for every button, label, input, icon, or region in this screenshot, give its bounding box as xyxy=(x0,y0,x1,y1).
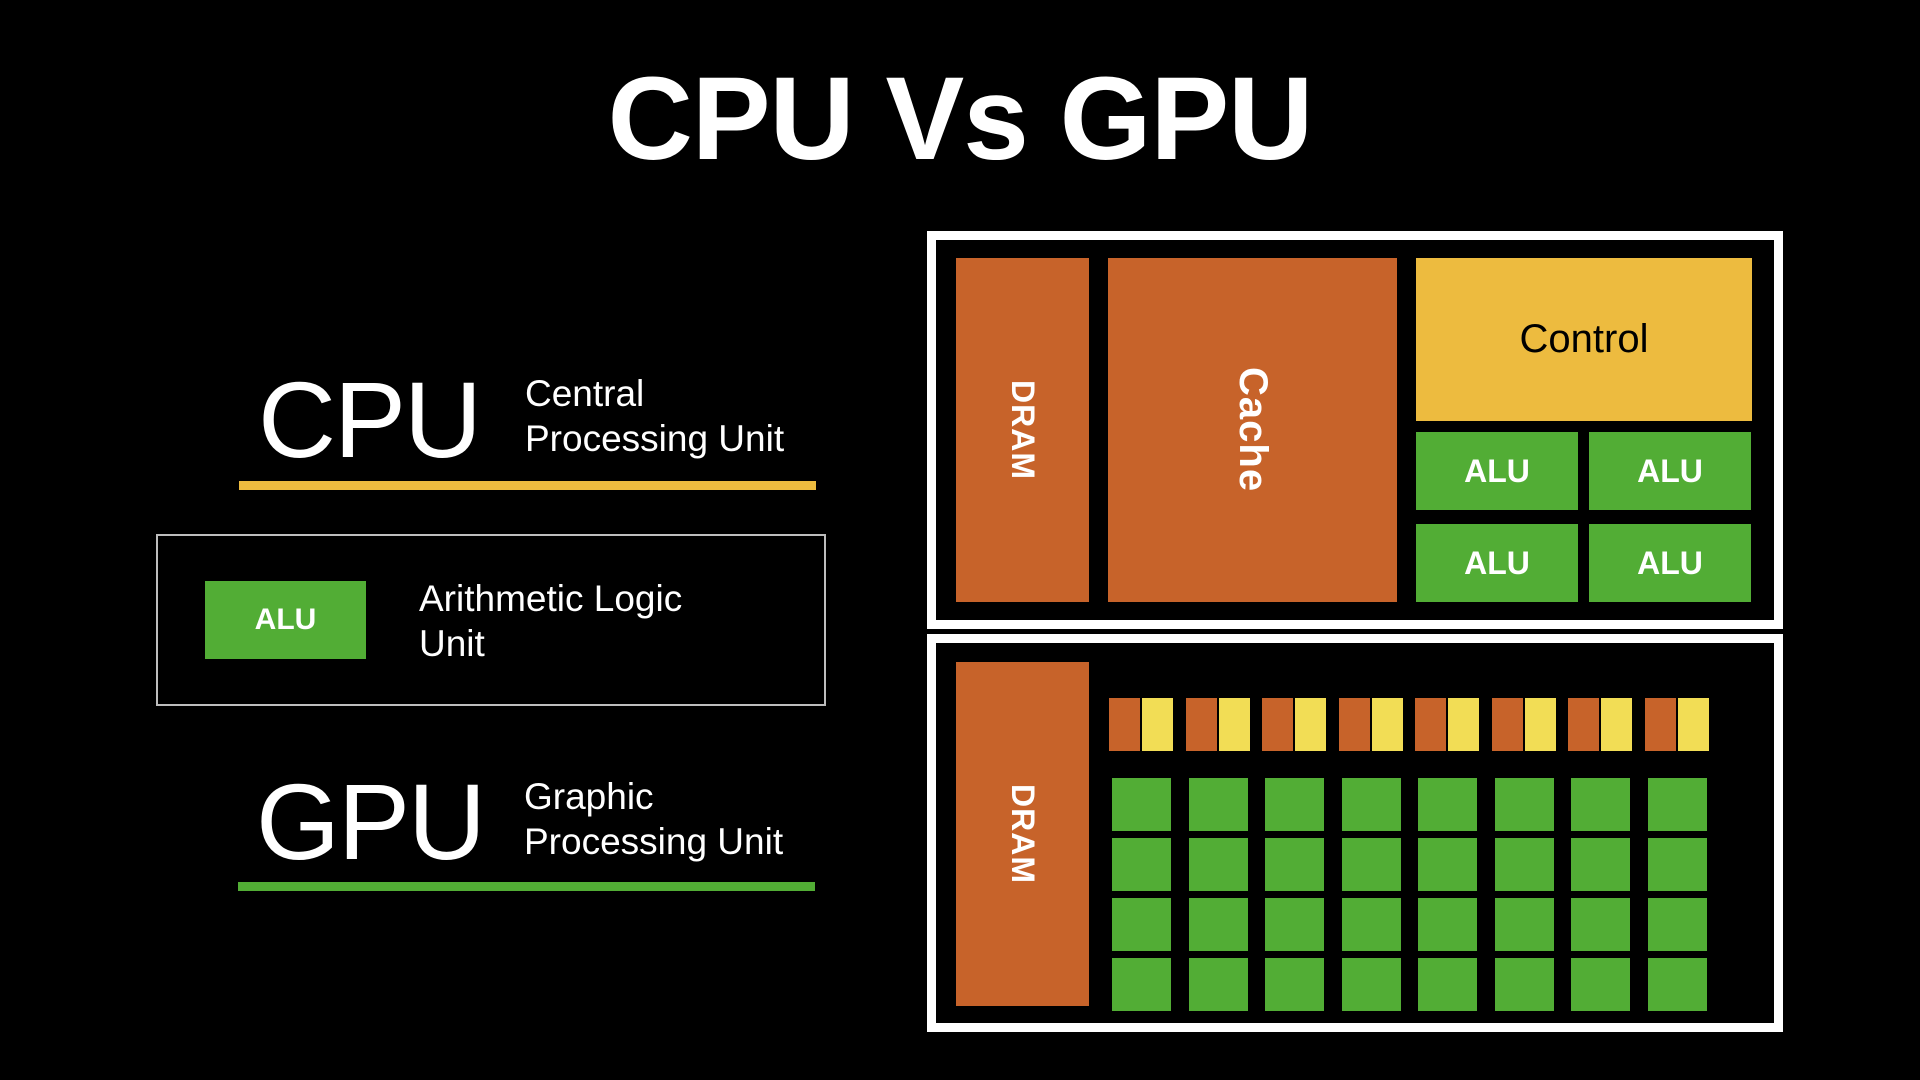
gpu-full-name: Graphic Processing Unit xyxy=(524,774,783,864)
cpu-alu-block: ALU xyxy=(1416,524,1578,602)
gpu-alu-cell xyxy=(1495,778,1554,831)
gpu-core-control-cell xyxy=(1219,698,1250,751)
cpu-control-block: Control xyxy=(1416,258,1752,421)
gpu-alu-cell xyxy=(1342,838,1401,891)
gpu-core-control-cell xyxy=(1525,698,1556,751)
gpu-alu-cell xyxy=(1112,958,1171,1011)
gpu-alu-cell xyxy=(1648,778,1707,831)
gpu-alu-cell xyxy=(1265,838,1324,891)
gpu-alu-cell xyxy=(1189,838,1248,891)
gpu-alu-cell xyxy=(1265,778,1324,831)
page-title: CPU Vs GPU xyxy=(607,53,1314,185)
gpu-alu-cell xyxy=(1648,838,1707,891)
cpu-cache-label: Cache xyxy=(1231,367,1275,493)
gpu-alu-cell xyxy=(1342,778,1401,831)
gpu-full-name-line1: Graphic xyxy=(524,776,654,817)
gpu-core-cache-cell xyxy=(1339,698,1370,751)
gpu-full-name-line2: Processing Unit xyxy=(524,821,784,862)
cpu-dram-label: DRAM xyxy=(1005,380,1041,480)
cpu-dram-block: DRAM xyxy=(956,258,1089,602)
alu-legend-description-line1: Arithmetic Logic xyxy=(419,578,683,619)
gpu-dram-block: DRAM xyxy=(956,662,1089,1006)
cpu-architecture-panel xyxy=(927,231,1783,629)
gpu-core-control-cell xyxy=(1448,698,1479,751)
gpu-core-control-cell xyxy=(1601,698,1632,751)
gpu-alu-cell xyxy=(1571,838,1630,891)
gpu-alu-cell xyxy=(1495,958,1554,1011)
gpu-alu-cell xyxy=(1495,898,1554,951)
gpu-alu-cell xyxy=(1189,958,1248,1011)
gpu-architecture-panel xyxy=(927,634,1783,1032)
cpu-alu-block: ALU xyxy=(1589,524,1751,602)
gpu-alu-cell xyxy=(1265,898,1324,951)
alu-legend-box: ALU Arithmetic Logic Unit xyxy=(156,534,826,706)
cpu-full-name-line1: Central xyxy=(525,373,645,414)
gpu-alu-cell xyxy=(1571,778,1630,831)
gpu-alu-cell xyxy=(1648,898,1707,951)
cpu-acronym: CPU xyxy=(258,359,482,480)
gpu-dram-label: DRAM xyxy=(1005,784,1041,884)
gpu-alu-cell xyxy=(1571,898,1630,951)
gpu-alu-cell xyxy=(1189,898,1248,951)
gpu-core-control-cell xyxy=(1142,698,1173,751)
cpu-full-name: Central Processing Unit xyxy=(525,371,784,461)
gpu-alu-cell xyxy=(1418,958,1477,1011)
gpu-alu-cell xyxy=(1418,898,1477,951)
alu-legend-description-line2: Unit xyxy=(419,623,485,664)
gpu-alu-cell xyxy=(1418,778,1477,831)
gpu-core-cache-cell xyxy=(1568,698,1599,751)
gpu-alu-cell xyxy=(1189,778,1248,831)
gpu-core-cache-cell xyxy=(1492,698,1523,751)
cpu-full-name-line2: Processing Unit xyxy=(525,418,785,459)
gpu-alu-cell xyxy=(1112,898,1171,951)
gpu-core-cache-cell xyxy=(1415,698,1446,751)
gpu-core-cache-cell xyxy=(1645,698,1676,751)
gpu-alu-cell xyxy=(1342,898,1401,951)
alu-legend-description: Arithmetic Logic Unit xyxy=(419,576,682,666)
gpu-alu-cell xyxy=(1112,838,1171,891)
cpu-cache-block: Cache xyxy=(1108,258,1397,602)
gpu-alu-cell xyxy=(1265,958,1324,1011)
gpu-acronym: GPU xyxy=(256,761,486,882)
alu-legend-chip: ALU xyxy=(205,581,366,659)
gpu-alu-cell xyxy=(1418,838,1477,891)
gpu-core-control-cell xyxy=(1678,698,1709,751)
gpu-core-cache-cell xyxy=(1109,698,1140,751)
gpu-alu-cell xyxy=(1648,958,1707,1011)
gpu-alu-cell xyxy=(1342,958,1401,1011)
gpu-core-control-cell xyxy=(1295,698,1326,751)
gpu-core-control-cell xyxy=(1372,698,1403,751)
gpu-alu-cell xyxy=(1495,838,1554,891)
gpu-core-cache-cell xyxy=(1262,698,1293,751)
gpu-underline xyxy=(238,882,815,891)
gpu-core-cache-cell xyxy=(1186,698,1217,751)
cpu-alu-block: ALU xyxy=(1416,432,1578,510)
cpu-underline xyxy=(239,481,816,490)
cpu-alu-block: ALU xyxy=(1589,432,1751,510)
gpu-alu-cell xyxy=(1571,958,1630,1011)
gpu-alu-cell xyxy=(1112,778,1171,831)
